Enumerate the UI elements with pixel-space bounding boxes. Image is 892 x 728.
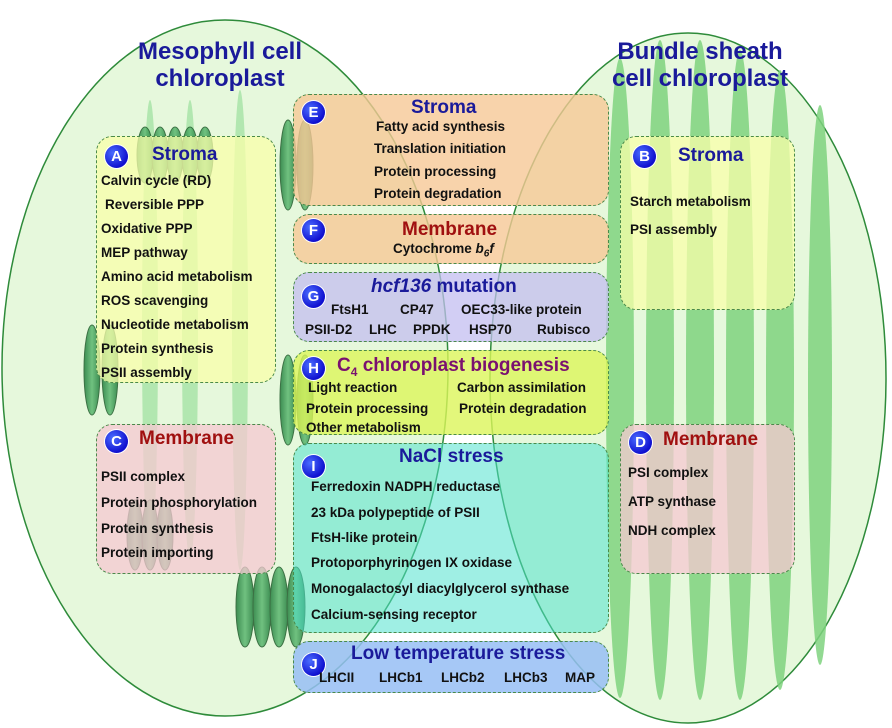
box-f-heading: Membrane [402,219,498,240]
c4-c: C [337,355,351,376]
box-g-item: OEC33-like protein [461,302,582,317]
cytochrome-subscript: 6 [483,248,490,260]
box-g-item: HSP70 [469,322,512,337]
box-g-item: FtsH1 [331,302,369,317]
box-e-item: Protein degradation [374,186,502,201]
box-e-heading: Stroma [411,97,477,118]
box-a-heading: Stroma [152,144,218,165]
box-a-item: Oxidative PPP [101,221,193,236]
box-d-item: NDH complex [628,523,716,538]
box-a-item: PSII assembly [101,365,192,380]
box-a-item: MEP pathway [101,245,188,260]
badge-b: B [633,145,656,168]
box-j-item: MAP [565,670,595,685]
badge-f: F [302,219,325,242]
box-i-heading: NaCl stress [399,446,504,467]
box-i-item: Monogalactosyl diacylglycerol synthase [311,581,570,596]
box-j-item: LHCb2 [441,670,485,685]
box-a-item: Nucleotide metabolism [101,317,249,332]
box-h-c4-biogenesis: H C4 chloroplast biogenesis Light reacti… [293,350,609,435]
mutation-text: mutation [431,276,517,297]
box-i-item: Protoporphyrinogen IX oxidase [311,555,513,570]
box-h-item: Protein degradation [459,401,587,416]
box-b-heading: Stroma [678,145,744,166]
box-a-item: Amino acid metabolism [101,269,253,284]
box-i-item: 23 kDa polypeptide of PSII [311,505,480,520]
box-b-item: Starch metabolism [630,194,751,209]
cytochrome-label: Cytochrome [393,241,476,256]
hcf136-italic: hcf136 [371,276,432,297]
box-b-bundle-stroma: B Stroma Starch metabolism PSI assembly [620,136,795,310]
box-d-heading: Membrane [663,429,759,450]
box-c-item: Protein synthesis [101,521,214,536]
box-e-item: Fatty acid synthesis [376,119,506,134]
box-c-item: PSII complex [101,469,186,484]
badge-e: E [302,101,325,124]
box-i-item: Calcium-sensing receptor [311,607,477,622]
box-j-item: LHCb1 [379,670,423,685]
c4-subscript: 4 [350,364,358,379]
box-j-item: LHCII [319,670,355,685]
box-i-nacl-stress: I NaCl stress Ferredoxin NADPH reductase… [293,443,609,633]
box-d-bundle-membrane: D Membrane PSI complex ATP synthase NDH … [620,424,795,574]
box-a-item: Protein synthesis [101,341,214,356]
box-c-heading: Membrane [139,428,235,449]
box-e-item: Translation initiation [374,141,507,156]
box-h-item: Carbon assimilation [457,380,587,395]
badge-g: G [302,285,325,308]
box-g-hcf136-mutation: G hcf136 mutation FtsH1 CP47 OEC33-like … [293,272,609,342]
badge-j: J [302,653,325,676]
badge-d: D [629,431,652,454]
box-g-item: PSII-D2 [305,322,353,337]
box-g-item: Rubisco [537,322,591,337]
box-c-item: Protein phosphorylation [101,495,258,510]
cytochrome-b: b [475,241,484,256]
biogenesis-text: chloroplast biogenesis [357,355,570,376]
cytochrome-f: f [489,241,494,256]
box-h-heading: C4 chloroplast biogenesis [337,355,570,379]
box-i-item: Ferredoxin NADPH reductase [311,479,501,494]
box-a-item: Reversible PPP [105,197,205,212]
box-a-item: ROS scavenging [101,293,209,308]
box-j-heading: Low temperature stress [351,643,566,664]
box-h-item: Other metabolism [306,420,421,435]
badge-h: H [302,357,325,380]
box-g-item: PPDK [413,322,451,337]
box-d-item: ATP synthase [628,494,717,509]
box-b-item: PSI assembly [630,222,718,237]
box-e-item: Protein processing [374,164,497,179]
box-i-item: FtsH-like protein [311,530,418,545]
mesoTitle-line: chloroplast [155,65,285,92]
mesoTitle-line: Mesophyll cell [137,38,303,65]
badge-a: A [105,145,128,168]
box-j-low-temperature: J Low temperature stress LHCII LHCb1 LHC… [293,641,609,693]
box-h-item: Protein processing [306,401,429,416]
box-a-item: Calvin cycle (RD) [101,173,212,188]
box-f-membrane: F Membrane Cytochrome b6f [293,214,609,264]
box-c-mesophyll-membrane: C Membrane PSII complex Protein phosphor… [96,424,276,574]
box-h-item: Light reaction [308,380,398,395]
box-e-stroma: E Stroma Fatty acid synthesis Translatio… [293,94,609,206]
box-g-item: LHC [369,322,397,337]
box-g-item: CP47 [400,302,434,317]
box-a-mesophyll-stroma: A Stroma Calvin cycle (RD) Reversible PP… [96,136,276,383]
bsTitle-line: cell chloroplast [611,65,789,92]
bsTitle-line: Bundle sheath [617,38,783,65]
box-j-item: LHCb3 [504,670,548,685]
badge-c: C [105,430,128,453]
box-c-item: Protein importing [101,545,214,560]
badge-i: I [302,455,325,478]
box-g-heading: hcf136 mutation [371,276,517,298]
box-f-item: Cytochrome b6f [393,241,494,260]
box-d-item: PSI complex [628,465,709,480]
